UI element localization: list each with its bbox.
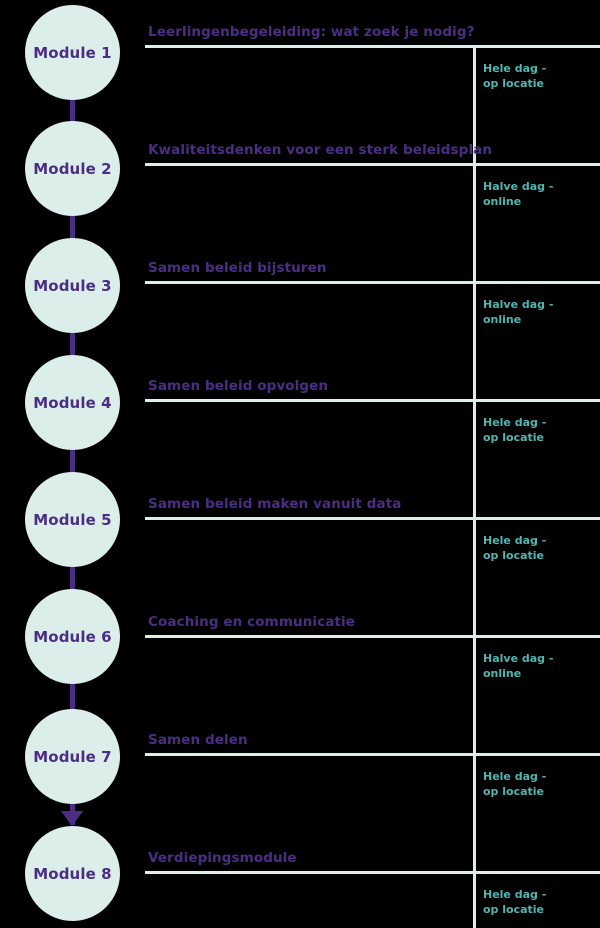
module-format-5: Hele dag - op locatie — [483, 534, 593, 564]
connector-2-3 — [70, 216, 75, 254]
format-column-divider — [473, 45, 476, 928]
connector-4-5 — [70, 450, 75, 488]
module-title-2: Kwaliteitsdenken voor een sterk beleidsp… — [148, 142, 493, 158]
format-line-2: online — [483, 194, 522, 208]
format-line-1: Hele dag - — [483, 416, 547, 429]
module-title-6: Coaching en communicatie — [148, 614, 355, 630]
module-title-4: Samen beleid opvolgen — [148, 378, 329, 394]
connector-6-7 — [70, 684, 75, 722]
row-divider — [145, 753, 600, 756]
connector-3-4 — [70, 333, 75, 371]
module-title-1: Leerlingenbegeleiding: wat zoek je nodig… — [148, 24, 475, 40]
format-line-2: op locatie — [483, 76, 545, 90]
module-node-label: Module 2 — [33, 159, 112, 178]
module-format-3: Halve dag - online — [483, 298, 593, 328]
format-line-1: Hele dag - — [483, 62, 547, 75]
module-format-1: Hele dag - op locatie — [483, 62, 593, 92]
format-line-1: Halve dag - — [483, 298, 554, 311]
module-title-7: Samen delen — [148, 732, 248, 748]
module-node-7[interactable]: Module 7 — [25, 709, 120, 804]
module-details-table: Leerlingenbegeleiding: wat zoek je nodig… — [145, 0, 600, 928]
module-node-label: Module 7 — [33, 747, 112, 766]
module-format-8: Hele dag - op locatie — [483, 888, 593, 918]
format-line-2: op locatie — [483, 784, 545, 798]
row-divider — [145, 871, 600, 874]
row-divider — [145, 635, 600, 638]
module-node-label: Module 1 — [33, 43, 112, 62]
format-line-2: op locatie — [483, 430, 545, 444]
module-format-2: Halve dag - online — [483, 180, 593, 210]
format-line-1: Halve dag - — [483, 652, 554, 665]
format-line-1: Hele dag - — [483, 770, 547, 783]
module-node-6[interactable]: Module 6 — [25, 589, 120, 684]
module-node-label: Module 8 — [33, 864, 112, 883]
module-format-6: Halve dag - online — [483, 652, 593, 682]
row-divider — [145, 45, 600, 48]
module-title-3: Samen beleid bijsturen — [148, 260, 327, 276]
connector-5-6 — [70, 567, 75, 605]
module-node-5[interactable]: Module 5 — [25, 472, 120, 567]
module-node-label: Module 6 — [33, 627, 112, 646]
module-node-label: Module 5 — [33, 510, 112, 529]
module-format-4: Hele dag - op locatie — [483, 416, 593, 446]
module-node-label: Module 3 — [33, 276, 112, 295]
format-line-2: op locatie — [483, 902, 545, 916]
format-line-1: Hele dag - — [483, 534, 547, 547]
row-divider — [145, 281, 600, 284]
connector-1-2 — [70, 100, 75, 138]
module-node-3[interactable]: Module 3 — [25, 238, 120, 333]
module-node-8[interactable]: Module 8 — [25, 826, 120, 921]
format-line-2: op locatie — [483, 548, 545, 562]
format-line-1: Hele dag - — [483, 888, 547, 901]
row-divider — [145, 517, 600, 520]
module-node-1[interactable]: Module 1 — [25, 5, 120, 100]
format-line-2: online — [483, 666, 522, 680]
module-node-2[interactable]: Module 2 — [25, 121, 120, 216]
row-divider — [145, 399, 600, 402]
arrow-down-icon — [61, 811, 83, 826]
module-node-label: Module 4 — [33, 393, 112, 412]
module-timeline: Module 1 Module 2 Module 3 Module 4 Modu… — [0, 0, 145, 928]
row-divider — [145, 163, 600, 166]
module-node-4[interactable]: Module 4 — [25, 355, 120, 450]
module-title-5: Samen beleid maken vanuit data — [148, 496, 402, 512]
module-title-8: Verdiepingsmodule — [148, 850, 297, 866]
format-line-2: online — [483, 312, 522, 326]
format-line-1: Halve dag - — [483, 180, 554, 193]
module-format-7: Hele dag - op locatie — [483, 770, 593, 800]
